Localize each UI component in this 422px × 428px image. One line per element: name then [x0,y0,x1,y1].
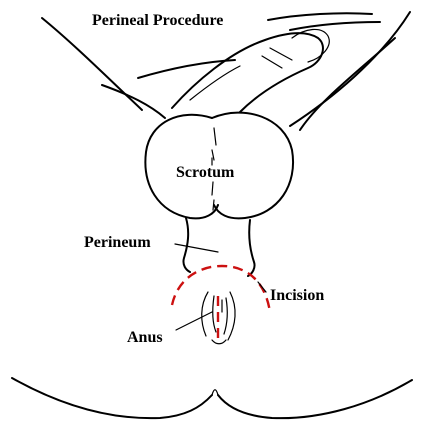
buttocks-right [218,380,412,418]
perineum-left-side [183,218,190,272]
incision-line [172,266,270,312]
anal-folds [213,296,228,334]
diagram-title: Perineal Procedure [92,12,223,29]
incision-pointer [258,282,266,292]
perineum-pointer [175,244,218,252]
penis-detail [190,48,292,100]
perineum-label: Perineum [84,234,151,251]
scrotum-label: Scrotum [176,164,235,181]
penis-underside [138,60,235,78]
anus-pointer [176,312,212,330]
incision-label: Incision [270,287,324,304]
buttocks-left [12,378,212,418]
right-leg-line [268,13,380,30]
perineum-right-side [248,220,255,276]
penis [172,33,323,112]
left-thigh [42,18,142,110]
anus-label: Anus [127,329,163,346]
gluteal-cleft [212,390,218,395]
